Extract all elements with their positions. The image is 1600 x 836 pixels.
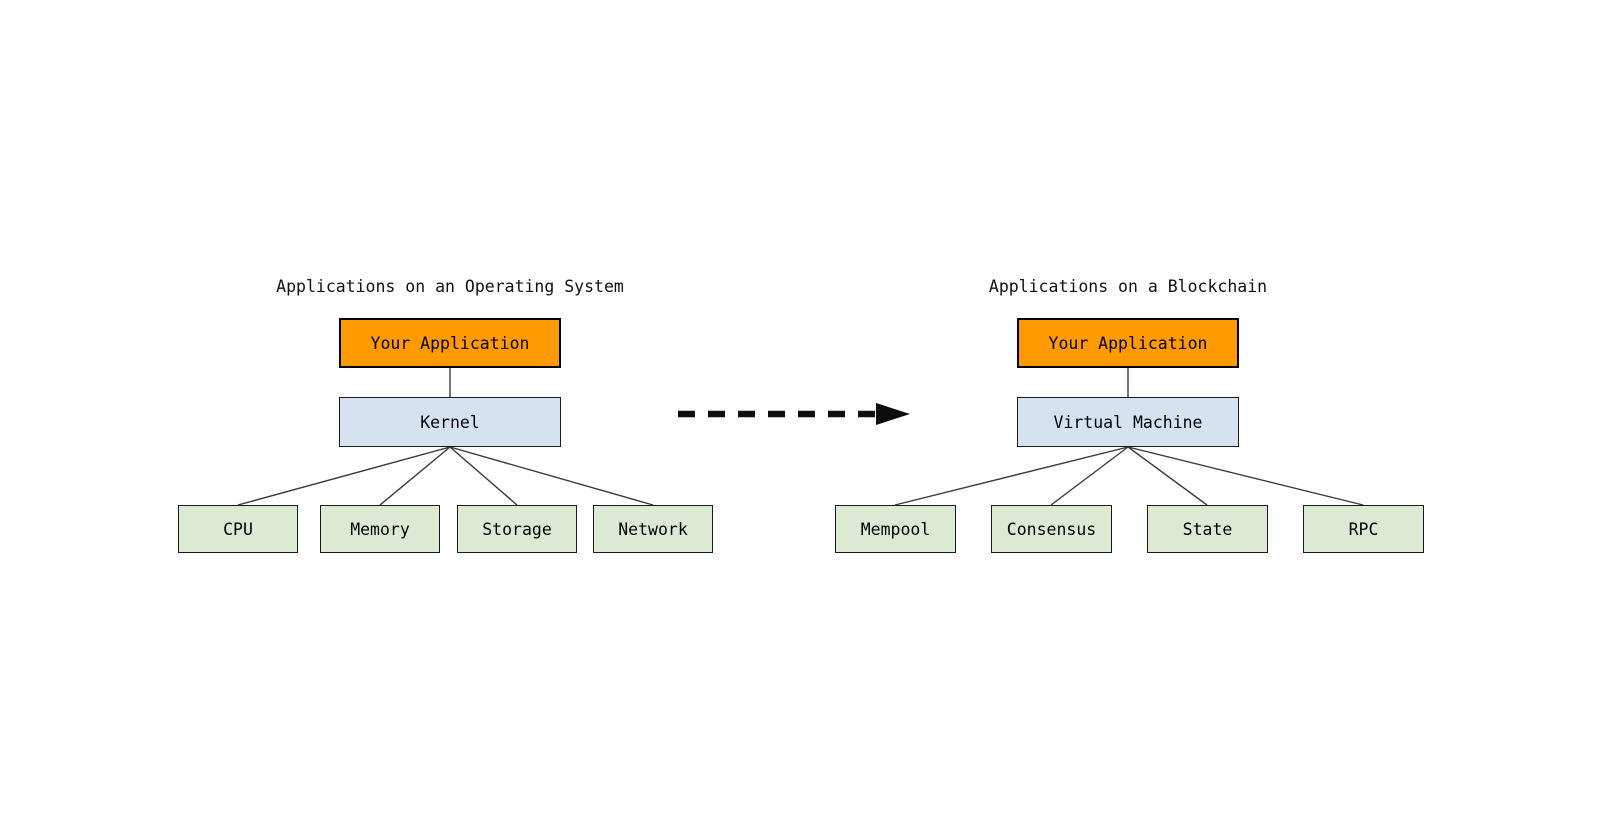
right-virtual-machine-box: Virtual Machine [1017,397,1239,447]
right-vm-consensus-connector [1050,446,1129,506]
left-kernel-memory-connector [379,446,451,506]
left-diagram-title: Applications on an Operating System [276,277,624,296]
right-vm-state-connector [1127,446,1208,506]
child-box-mempool: Mempool [835,505,956,553]
child-box-network: Network [593,505,713,553]
left-kernel-network-connector [449,446,654,506]
right-vm-rpc-connector [1127,446,1364,506]
child-box-memory: Memory [320,505,440,553]
child-box-state: State [1147,505,1268,553]
child-box-rpc: RPC [1303,505,1424,553]
right-diagram-title: Applications on a Blockchain [988,277,1268,296]
child-box-storage: Storage [457,505,577,553]
right-your-application-box: Your Application [1017,318,1239,368]
left-your-application-box: Your Application [339,318,561,368]
left-kernel-storage-connector [449,446,518,506]
right-vm-mempool-connector [894,446,1129,506]
child-box-consensus: Consensus [991,505,1112,553]
transition-arrow-head [876,403,910,425]
left-kernel-cpu-connector [237,446,451,506]
left-kernel-box: Kernel [339,397,561,447]
transition-arrow [678,403,910,425]
child-box-cpu: CPU [178,505,298,553]
